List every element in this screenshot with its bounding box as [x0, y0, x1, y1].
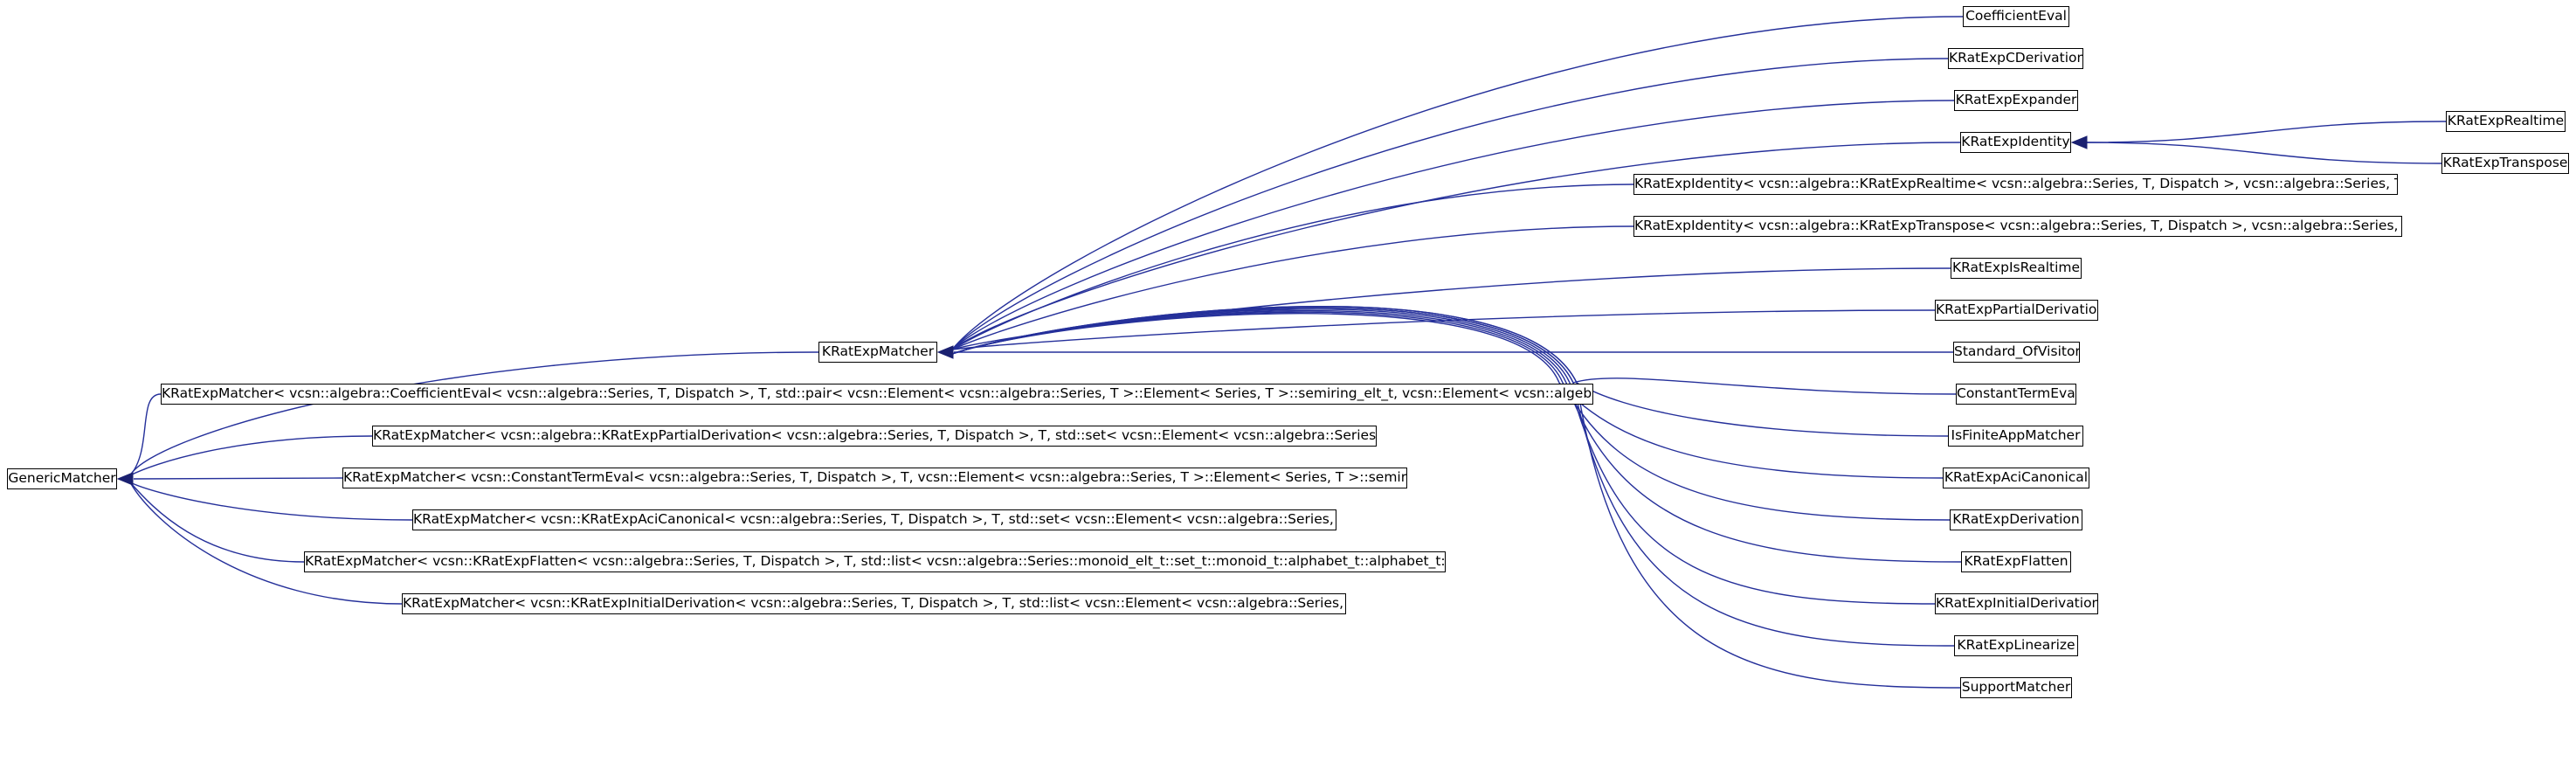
- node-matcher-aci-canonical[interactable]: KRatExpMatcher< vcsn::KRatExpAciCanonica…: [412, 509, 1336, 530]
- edge-krat-exp-transpose-to-krat-exp-identity: [2085, 142, 2442, 164]
- edge-m-flatten-to-generic-matcher: [129, 481, 305, 563]
- node-krat-exp-aci-canonical[interactable]: KRatExpAciCanonical: [1943, 468, 2089, 488]
- edge-m-coefficient-eval-to-generic-matcher: [129, 393, 162, 476]
- node-krat-exp-linearize[interactable]: KRatExpLinearize: [1954, 635, 2078, 656]
- node-krat-exp-transpose[interactable]: KRatExpTranspose: [2441, 153, 2569, 174]
- edge-krat-exp-aci-canonical-to-krat-exp-matcher: [951, 313, 1944, 479]
- node-coefficient-eval[interactable]: CoefficientEval: [1963, 6, 2069, 27]
- arrowhead-krat-exp-matcher: [936, 345, 954, 359]
- edge-krat-exp-is-realtime-to-krat-exp-matcher: [951, 267, 1951, 350]
- node-krat-exp-c-derivation[interactable]: KRatExpCDerivation: [1948, 48, 2083, 69]
- arrowhead-krat-exp-identity: [2070, 135, 2088, 149]
- edge-m-partial-derivation-to-generic-matcher: [129, 435, 373, 476]
- node-identity-realtime[interactable]: KRatExpIdentity< vcsn::algebra::KRatExpR…: [1633, 174, 2398, 195]
- node-matcher-initial-derivation[interactable]: KRatExpMatcher< vcsn::KRatExpInitialDeri…: [402, 593, 1346, 614]
- edge-m-aci-canonical-to-generic-matcher: [129, 481, 413, 521]
- node-is-finite-app-matcher[interactable]: IsFiniteAppMatcher: [1948, 426, 2083, 447]
- edge-krat-exp-realtime-to-krat-exp-identity: [2085, 121, 2447, 143]
- node-krat-exp-partial-derivation[interactable]: KRatExpPartialDerivation: [1935, 300, 2098, 321]
- node-krat-exp-derivation[interactable]: KRatExpDerivation: [1950, 509, 2082, 530]
- node-krat-exp-flatten[interactable]: KRatExpFlatten: [1961, 551, 2071, 572]
- edge-support-matcher-to-krat-exp-matcher: [951, 306, 1961, 689]
- node-constant-term-eval[interactable]: ConstantTermEval: [1956, 384, 2076, 405]
- node-krat-exp-initial-derivation[interactable]: KRatExpInitialDerivation: [1935, 593, 2098, 614]
- edge-krat-exp-flatten-to-krat-exp-matcher: [951, 309, 1962, 563]
- edge-krat-exp-initial-derivation-to-krat-exp-matcher: [951, 308, 1936, 605]
- edge-krat-exp-linearize-to-krat-exp-matcher: [951, 307, 1955, 647]
- edge-krat-exp-expander-to-krat-exp-matcher: [951, 100, 1955, 350]
- edge-m-initial-derivation-to-generic-matcher: [129, 481, 403, 605]
- edge-krat-exp-matcher-to-generic-matcher: [129, 351, 819, 476]
- node-standard-of-visitor[interactable]: Standard_OfVisitor: [1953, 342, 2080, 363]
- node-identity-transpose[interactable]: KRatExpIdentity< vcsn::algebra::KRatExpT…: [1633, 216, 2402, 237]
- node-matcher-flatten[interactable]: KRatExpMatcher< vcsn::KRatExpFlatten< vc…: [304, 551, 1446, 572]
- node-krat-exp-identity[interactable]: KRatExpIdentity: [1960, 132, 2071, 153]
- edge-coefficient-eval-to-krat-exp-matcher: [951, 16, 1964, 350]
- edge-m-constant-term-eval-to-generic-matcher: [133, 477, 343, 480]
- node-generic-matcher[interactable]: GenericMatcher: [7, 468, 117, 489]
- edge-krat-exp-partial-derivation-to-krat-exp-matcher: [951, 309, 1936, 350]
- node-krat-exp-is-realtime[interactable]: KRatExpIsRealtime: [1951, 258, 2082, 279]
- node-matcher-constant-term-eval[interactable]: KRatExpMatcher< vcsn::ConstantTermEval< …: [342, 468, 1407, 488]
- arrowhead-generic-matcher: [116, 472, 134, 486]
- edge-identity-realtime-to-krat-exp-matcher: [951, 184, 1634, 350]
- node-matcher-coefficient-eval[interactable]: KRatExpMatcher< vcsn::algebra::Coefficie…: [161, 384, 1593, 405]
- edge-identity-transpose-to-krat-exp-matcher: [951, 225, 1634, 350]
- node-matcher-partial-derivation[interactable]: KRatExpMatcher< vcsn::algebra::KRatExpPa…: [372, 426, 1377, 447]
- node-krat-exp-realtime[interactable]: KRatExpRealtime: [2446, 111, 2566, 132]
- edge-krat-exp-derivation-to-krat-exp-matcher: [951, 311, 1951, 521]
- node-krat-exp-matcher[interactable]: KRatExpMatcher: [818, 342, 937, 363]
- node-support-matcher[interactable]: SupportMatcher: [1960, 677, 2072, 698]
- edge-krat-exp-c-derivation-to-krat-exp-matcher: [951, 58, 1949, 350]
- edge-krat-exp-identity-to-krat-exp-matcher: [951, 142, 1961, 350]
- node-krat-exp-expander[interactable]: KRatExpExpander: [1954, 90, 2078, 111]
